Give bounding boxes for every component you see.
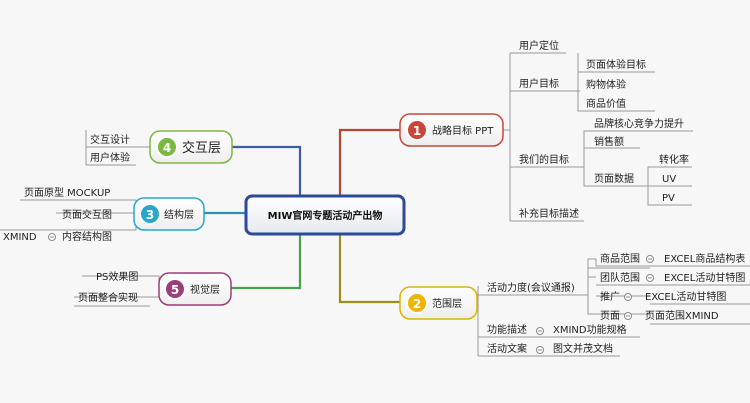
node-shangpinfanwei[interactable]: 商品范围 xyxy=(600,252,640,265)
node-zhuanhualv[interactable]: 转化率 xyxy=(659,153,689,166)
node-uv[interactable]: UV xyxy=(662,174,676,185)
node-pv[interactable]: PV xyxy=(662,193,675,204)
node-yonghutiyan[interactable]: 用户体验 xyxy=(90,151,130,164)
number-badge-4-text: 4 xyxy=(163,141,171,155)
number-badge-3-text: 3 xyxy=(146,208,154,222)
node-tuwen[interactable]: 图文并茂文档 xyxy=(553,342,613,355)
branch-4-label: 交互层 xyxy=(182,140,221,156)
node-yonghudingwei[interactable]: 用户定位 xyxy=(519,39,559,52)
subtree-b1-lines xyxy=(503,52,693,222)
node-excel-shangpin[interactable]: EXCEL商品结构表 xyxy=(664,252,745,265)
node-yemianzhenghe[interactable]: 页面整合实现 xyxy=(78,291,138,304)
minus-circle-icon[interactable] xyxy=(624,312,632,320)
branch-2-label: 范围层 xyxy=(432,297,462,310)
node-yemiantiyanmubiao[interactable]: 页面体验目标 xyxy=(586,58,646,71)
node-excel-gante1[interactable]: EXCEL活动甘特图 xyxy=(664,271,745,284)
branch-1-topic[interactable]: 1 战略目标 PPT xyxy=(399,113,504,147)
node-gouwutiyan[interactable]: 购物体验 xyxy=(586,78,626,91)
node-yemianxmind[interactable]: 页面范围XMIND xyxy=(645,309,719,322)
node-yemianyuanxing[interactable]: 页面原型 MOCKUP xyxy=(24,186,110,199)
node-shangpinjiazhi[interactable]: 商品价值 xyxy=(586,97,626,110)
number-badge-2 xyxy=(406,292,428,314)
node-womendemubiao[interactable]: 我们的目标 xyxy=(519,153,569,166)
node-huodongwenan[interactable]: 活动文案 xyxy=(487,342,527,355)
node-gongnengmiaoshu[interactable]: 功能描述 xyxy=(487,323,527,336)
node-yemianshuju[interactable]: 页面数据 xyxy=(594,172,634,185)
minus-circle-icon[interactable] xyxy=(646,255,654,263)
number-badge-1 xyxy=(406,119,428,141)
branch-3-topic[interactable]: 3 结构层 xyxy=(133,197,205,231)
branch-3-label: 结构层 xyxy=(164,208,194,221)
connector-b5 xyxy=(221,213,302,290)
node-huodongli[interactable]: 活动力度(会议通报) xyxy=(487,281,575,294)
number-badge-1-text: 1 xyxy=(413,124,421,138)
node-yemianjiaohutu[interactable]: 页面交互图 xyxy=(62,208,112,221)
minus-circle-icon[interactable] xyxy=(536,346,544,354)
number-badge-5-text: 5 xyxy=(171,283,179,297)
node-xiaoshoue[interactable]: 销售额 xyxy=(594,135,624,148)
node-neirongjiegoutu[interactable]: 内容结构图 xyxy=(62,230,112,243)
node-pinpai[interactable]: 品牌核心竞争力提升 xyxy=(594,117,684,130)
collapse-icons xyxy=(48,233,654,354)
number-badge-3 xyxy=(139,203,161,225)
branch-2-topic[interactable]: 2 范围层 xyxy=(399,286,478,320)
node-xmindguige[interactable]: XMIND功能规格 xyxy=(553,323,627,336)
minus-circle-icon[interactable] xyxy=(646,274,654,282)
node-tuiguang[interactable]: 推广 xyxy=(600,290,620,303)
node-psxiaoguotu[interactable]: PS效果图 xyxy=(96,270,138,283)
node-buchong[interactable]: 补充目标描述 xyxy=(519,207,579,220)
branch-5-label: 视觉层 xyxy=(190,283,220,296)
node-xmind-left[interactable]: XMIND xyxy=(3,232,37,243)
node-jiaohusheji[interactable]: 交互设计 xyxy=(90,133,130,146)
number-badge-4 xyxy=(156,136,178,158)
central-topic[interactable]: MIW官网专题活动产出物 xyxy=(244,194,406,236)
node-excel-gante2[interactable]: EXCEL活动甘特图 xyxy=(645,290,726,303)
minus-circle-icon[interactable] xyxy=(536,327,544,335)
subtree-b2-lines xyxy=(477,258,750,357)
number-badge-2-text: 2 xyxy=(413,297,421,311)
minus-circle-icon[interactable] xyxy=(48,233,56,241)
minus-circle-icon[interactable] xyxy=(624,293,632,301)
node-yemian[interactable]: 页面 xyxy=(600,310,620,322)
node-yonghumubiao[interactable]: 用户目标 xyxy=(519,77,559,90)
branch-1-label: 战略目标 PPT xyxy=(432,124,494,137)
connector-b4 xyxy=(232,145,302,213)
connector-b2 xyxy=(338,213,400,304)
branch-4-topic[interactable]: 4 交互层 xyxy=(149,130,233,164)
node-tuanduifanwei[interactable]: 团队范围 xyxy=(600,271,640,284)
branch-5-topic[interactable]: 5 视觉层 xyxy=(158,272,232,306)
number-badge-5 xyxy=(164,278,186,300)
central-topic-label: MIW官网专题活动产出物 xyxy=(268,209,383,222)
